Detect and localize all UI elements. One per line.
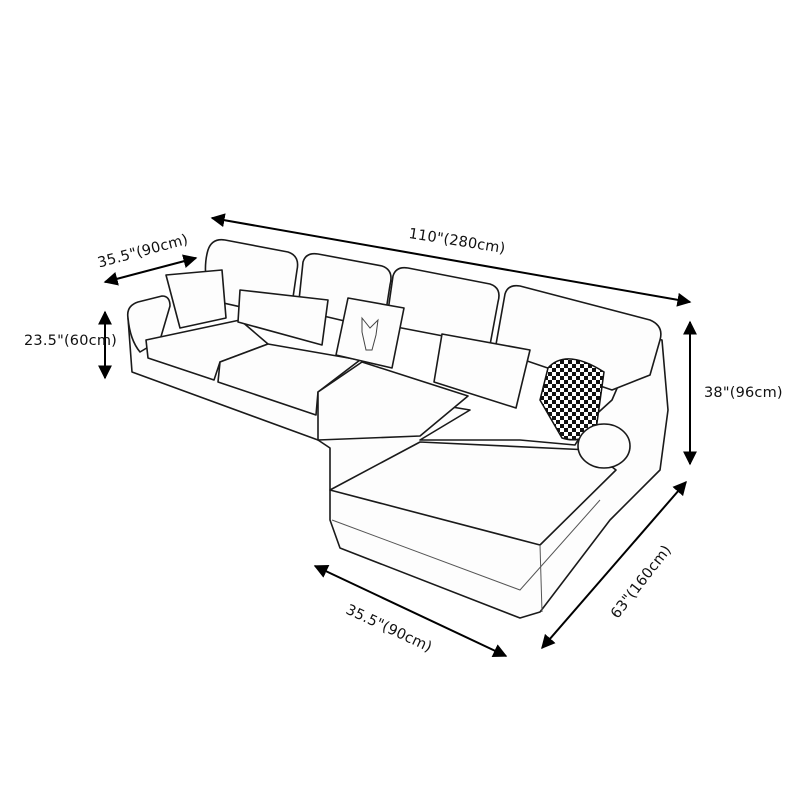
pillow-square [165, 269, 227, 329]
seat-cushion-3 [317, 361, 469, 441]
pillow-deer [335, 297, 405, 369]
pillow-bolster [577, 423, 631, 469]
pillow-lumbar-2 [433, 333, 531, 409]
seat-height-label: 23.5"(60cm) [24, 333, 118, 349]
back-height-label: 38"(96cm) [704, 385, 783, 401]
seat-cushions [145, 319, 469, 441]
dimension-arrows [98, 213, 697, 657]
